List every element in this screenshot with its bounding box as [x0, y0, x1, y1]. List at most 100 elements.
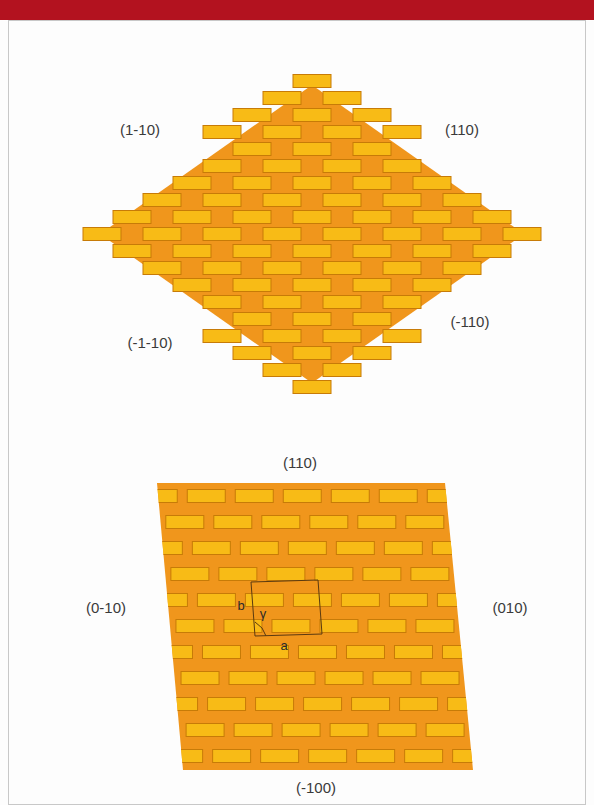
molecule-brick — [426, 724, 464, 737]
molecule-brick — [166, 516, 204, 529]
molecule-brick — [267, 568, 305, 581]
molecule-brick — [323, 160, 361, 173]
molecule-brick — [323, 364, 361, 377]
molecule-brick — [113, 211, 151, 224]
molecule-brick — [144, 542, 182, 555]
molecule-brick — [320, 620, 358, 633]
molecule-brick — [323, 296, 361, 309]
molecule-brick — [256, 698, 294, 711]
molecule-brick — [437, 594, 475, 607]
face-index: (110) — [283, 455, 317, 472]
molecule-brick — [341, 594, 379, 607]
molecule-brick — [262, 516, 300, 529]
crystal-ground — [157, 483, 473, 770]
molecule-brick — [234, 724, 272, 737]
molecule-brick — [203, 160, 241, 173]
face-index: (0-10) — [86, 600, 126, 617]
face-index: (110) — [445, 122, 479, 139]
molecule-brick — [176, 620, 214, 633]
molecule-brick — [384, 542, 422, 555]
molecule-brick — [383, 262, 421, 275]
molecule-brick — [263, 160, 301, 173]
molecule-brick — [263, 330, 301, 343]
molecule-brick — [323, 228, 361, 241]
molecule-brick — [233, 211, 271, 224]
molecule-brick — [203, 194, 241, 207]
molecule-brick — [263, 92, 301, 105]
molecule-brick — [394, 646, 432, 659]
molecule-brick — [346, 646, 384, 659]
molecule-brick — [413, 177, 451, 190]
molecule-brick — [233, 109, 271, 122]
molecule-brick — [293, 75, 331, 88]
molecule-brick — [357, 750, 395, 763]
molecule-brick — [154, 646, 192, 659]
molecule-brick — [173, 279, 211, 292]
molecule-brick — [389, 594, 427, 607]
molecule-brick — [203, 262, 241, 275]
molecule-brick — [229, 672, 267, 685]
molecule-brick — [192, 542, 230, 555]
molecule-brick — [383, 126, 421, 139]
molecule-brick — [416, 620, 454, 633]
molecule-brick — [368, 620, 406, 633]
molecule-brick — [293, 381, 331, 394]
molecule-brick — [139, 490, 177, 503]
molecule-brick — [383, 296, 421, 309]
molecule-brick — [203, 228, 241, 241]
molecule-brick — [293, 347, 331, 360]
molecule-brick — [213, 750, 251, 763]
molecule-brick — [160, 698, 198, 711]
unit-cell-outline — [251, 580, 322, 636]
molecule-brick — [353, 143, 391, 156]
crystal-ground — [100, 85, 524, 383]
molecule-brick — [373, 672, 411, 685]
molecule-brick — [378, 724, 416, 737]
molecule-brick — [400, 698, 438, 711]
axis-label: b — [237, 599, 244, 613]
molecule-brick — [293, 143, 331, 156]
molecule-brick — [187, 490, 225, 503]
molecule-brick — [263, 364, 301, 377]
molecule-brick — [143, 262, 181, 275]
molecule-brick — [173, 245, 211, 258]
molecule-brick — [383, 160, 421, 173]
molecule-brick — [173, 211, 211, 224]
molecule-brick — [186, 724, 224, 737]
molecule-brick — [293, 245, 331, 258]
molecule-brick — [263, 228, 301, 241]
molecule-brick — [363, 568, 401, 581]
molecule-brick — [503, 228, 541, 241]
molecule-brick — [330, 724, 368, 737]
face-index: (1-10) — [120, 122, 160, 139]
molecule-brick — [202, 646, 240, 659]
frame-border — [9, 21, 586, 805]
molecule-brick — [83, 228, 121, 241]
molecule-brick — [293, 109, 331, 122]
face-index: (010) — [492, 600, 527, 617]
parallelogram-crystal — [139, 483, 490, 770]
molecule-brick — [413, 211, 451, 224]
molecule-brick — [143, 228, 181, 241]
molecule-brick — [323, 92, 361, 105]
molecule-brick — [197, 594, 235, 607]
molecule-brick — [263, 194, 301, 207]
molecule-brick — [263, 296, 301, 309]
molecule-brick — [288, 542, 326, 555]
molecule-brick — [323, 194, 361, 207]
molecule-brick — [233, 313, 271, 326]
molecule-brick — [379, 490, 417, 503]
molecule-brick — [165, 750, 203, 763]
molecule-brick — [235, 490, 273, 503]
molecule-brick — [293, 313, 331, 326]
molecule-brick — [323, 262, 361, 275]
molecule-brick — [272, 620, 310, 633]
face-index: (-110) — [451, 314, 490, 331]
molecule-brick — [405, 750, 443, 763]
molecule-brick — [323, 330, 361, 343]
molecule-brick — [298, 646, 336, 659]
angle-arc — [255, 622, 266, 636]
molecule-brick — [315, 568, 353, 581]
molecule-brick — [233, 347, 271, 360]
